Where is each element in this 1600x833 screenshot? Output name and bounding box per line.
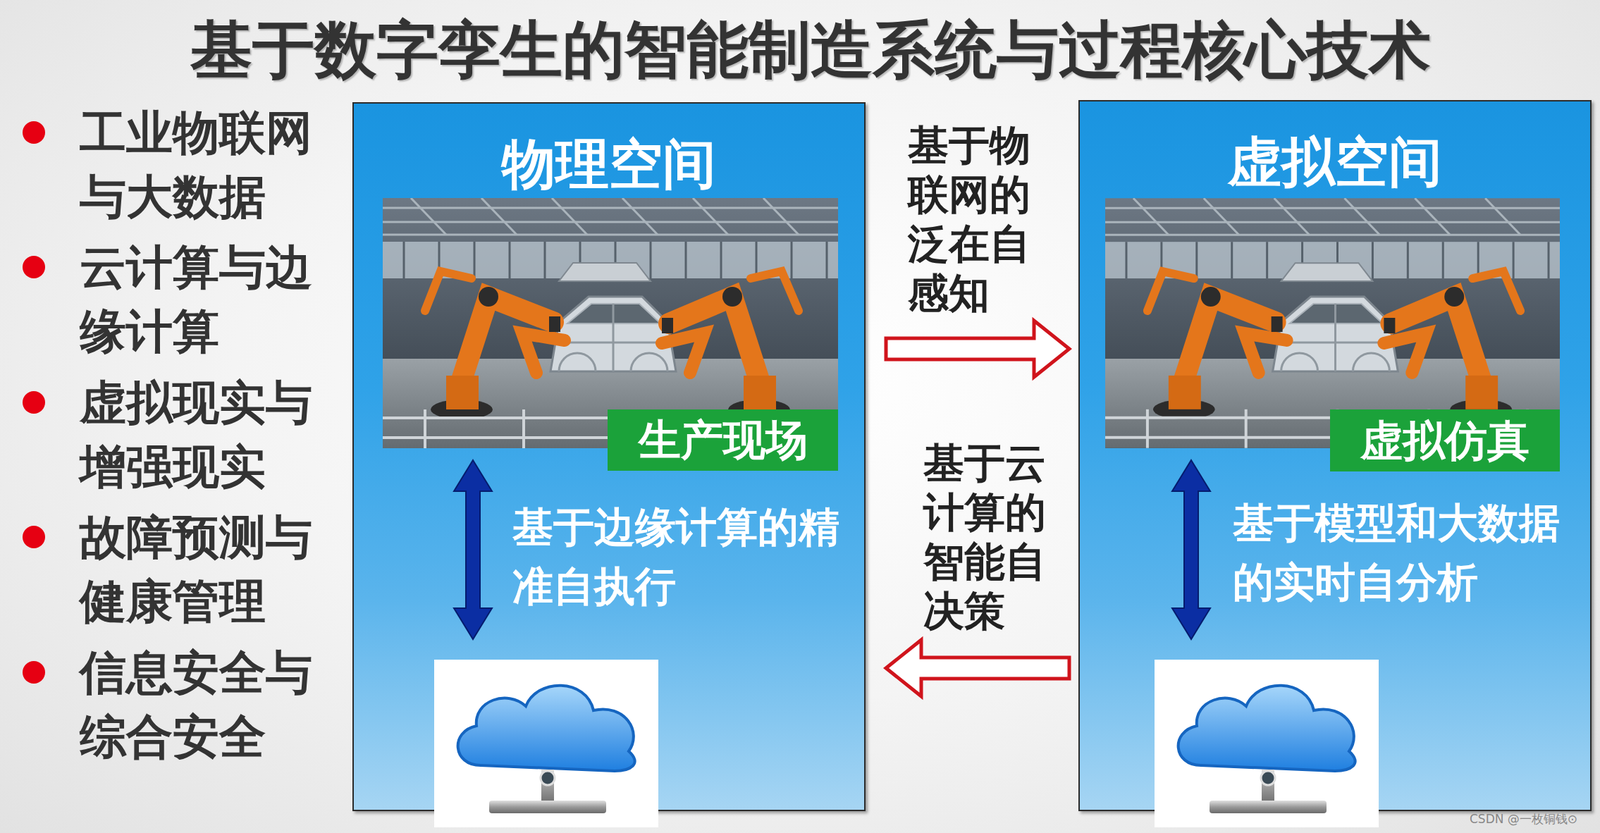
space-panel: 物理空间生产现场	[352, 102, 866, 812]
process-note: 基于边缘计算的精准自执行	[512, 497, 846, 617]
scene-tag: 生产现场	[607, 409, 839, 471]
edge-label: 基于物联网的泛在自感知	[907, 120, 1035, 318]
bullet-text: 虚拟现实与增强现实	[79, 370, 322, 500]
bullet-text: 云计算与边缘计算	[79, 235, 322, 364]
bullet-text: 工业物联网与大数据	[79, 100, 322, 230]
hollow-arrow	[885, 320, 1070, 378]
bullet-text: 故障预测与健康管理	[79, 505, 322, 634]
tag-label: 生产现场	[638, 415, 808, 465]
bullet-dots	[22, 121, 46, 684]
panel-heading: 物理空间	[353, 131, 865, 196]
scene-tag: 虚拟仿真	[1330, 409, 1560, 472]
hollow-arrow	[885, 640, 1070, 697]
edge-label: 基于云计算的智能自决策	[923, 438, 1051, 636]
tag-label: 虚拟仿真	[1360, 416, 1530, 466]
bullet-text: 信息安全与综合安全	[79, 640, 322, 769]
panel-heading: 虚拟空间	[1079, 129, 1591, 194]
title-text: 基于数字孪生的智能制造系统与过程核心技术	[105, 12, 1516, 88]
watermark: CSDN @一枚铜钱⊙	[1469, 811, 1578, 827]
process-note: 基于模型和大数据的实时自分析	[1232, 493, 1567, 612]
space-panel: 虚拟空间虚拟仿真	[1078, 100, 1592, 812]
